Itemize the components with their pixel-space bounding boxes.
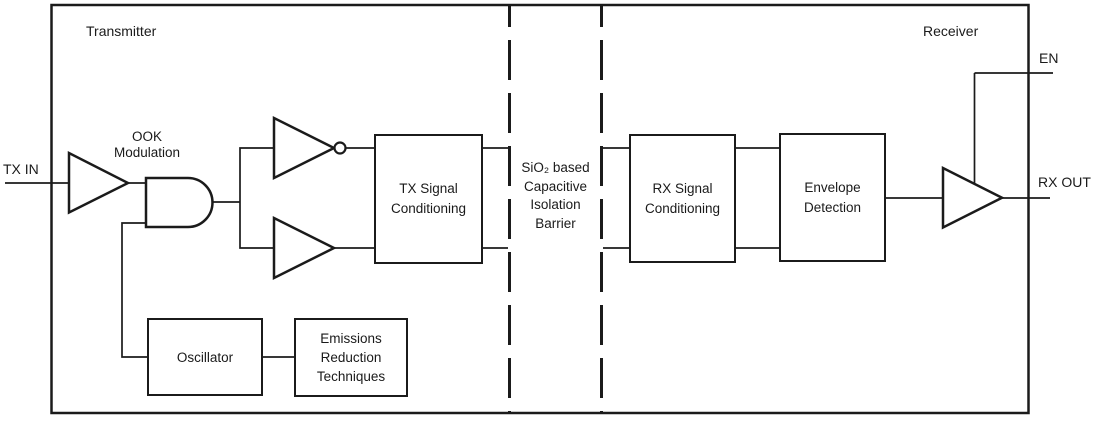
- emissions-reduction-label: Emissions Reduction Techniques: [316, 331, 386, 384]
- ook-modulation-label: OOK Modulation: [113, 129, 181, 160]
- rx-signal-conditioning-label: RX Signal Conditioning: [644, 180, 721, 216]
- branch-split-wire: [239, 147, 274, 249]
- envelope-detection-block: Envelope Detection: [779, 133, 886, 262]
- receiver-section-label: Receiver: [923, 23, 979, 39]
- en-port-label: EN: [1039, 50, 1059, 66]
- tx-signal-conditioning-label: TX Signal Conditioning: [390, 181, 467, 216]
- oscillator-label: Oscillator: [176, 349, 234, 365]
- rx-signal-conditioning-block: RX Signal Conditioning: [629, 134, 736, 263]
- oscillator-block: Oscillator: [147, 318, 263, 396]
- envelope-detection-label: Envelope Detection: [803, 179, 862, 215]
- output-buffer-icon: [941, 165, 1005, 230]
- input-buffer-icon: [67, 150, 131, 215]
- and-gate-icon: [144, 176, 214, 229]
- inverter-bubble-icon: [333, 141, 347, 155]
- non-inverting-buffer-icon: [272, 215, 337, 281]
- transmitter-section-label: Transmitter: [86, 23, 157, 39]
- tx-in-port-label: TX IN: [3, 161, 39, 177]
- inverting-buffer-icon: [272, 115, 337, 181]
- oscillator-to-and-wire: [121, 222, 149, 358]
- tx-signal-conditioning-block: TX Signal Conditioning: [374, 134, 483, 264]
- device-outline: [50, 3, 1030, 415]
- rx-out-port-label: RX OUT: [1038, 174, 1091, 190]
- emissions-reduction-block: Emissions Reduction Techniques: [294, 318, 408, 397]
- isolation-barrier-label: SiO₂ based Capacitive Isolation Barrier: [521, 160, 590, 231]
